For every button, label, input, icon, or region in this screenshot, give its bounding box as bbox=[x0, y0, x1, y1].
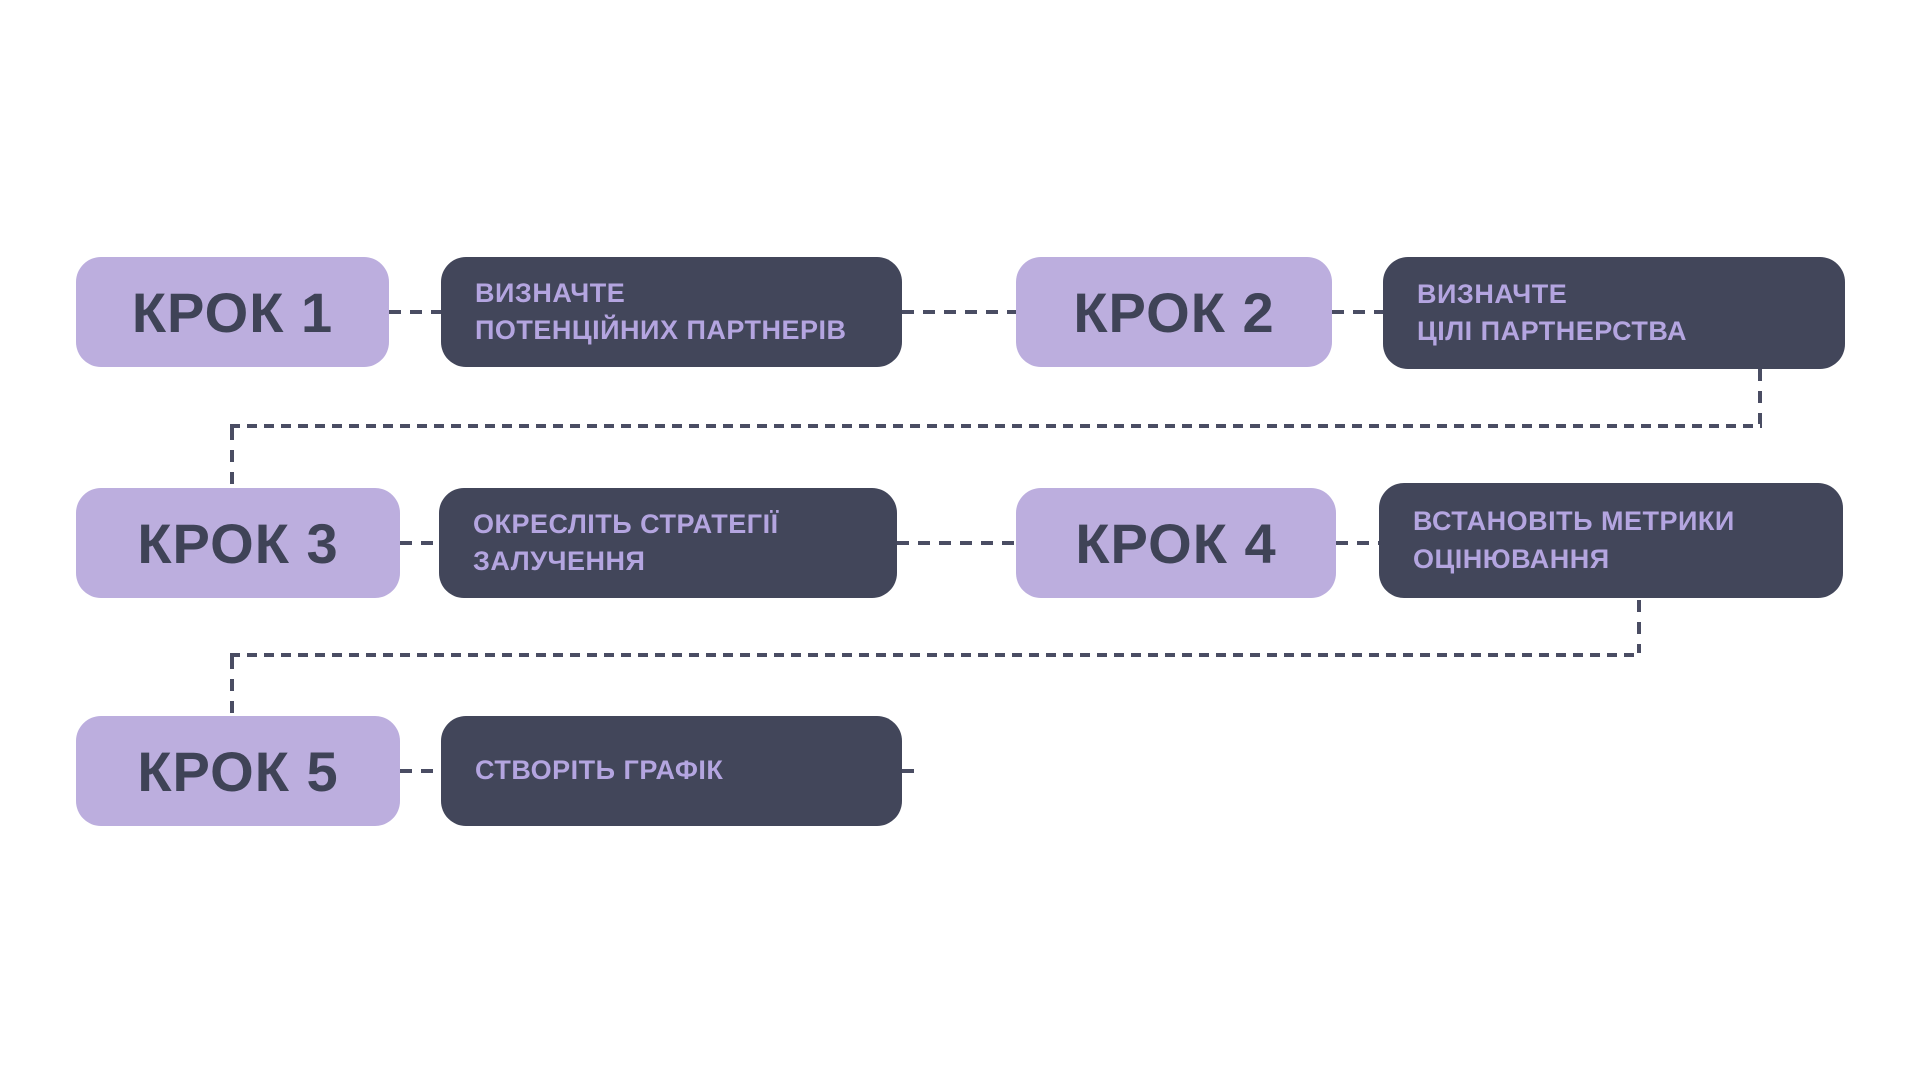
step-5-box: КРОК 5 bbox=[76, 716, 400, 826]
step-4-label: КРОК 4 bbox=[1075, 511, 1277, 575]
step-1-box: КРОК 1 bbox=[76, 257, 389, 367]
connector-step3-desc3 bbox=[400, 541, 439, 545]
step-3-label: КРОК 3 bbox=[137, 511, 339, 575]
connector-desc5-stub bbox=[902, 769, 915, 773]
step-5-description-box: СТВОРІТЬ ГРАФІК bbox=[441, 716, 902, 826]
step-2-label: КРОК 2 bbox=[1073, 280, 1275, 344]
connector-row1-down-segment bbox=[1758, 369, 1762, 424]
connector-row2-drop-segment bbox=[230, 428, 234, 488]
step-3-description-box: ОКРЕСЛІТЬ СТРАТЕГІЇ ЗАЛУЧЕННЯ bbox=[439, 488, 897, 598]
connector-desc1-step2 bbox=[902, 310, 1016, 314]
step-2-description: ВИЗНАЧТЕ ЦІЛІ ПАРТНЕРСТВА bbox=[1417, 278, 1688, 346]
step-4-description-box: ВСТАНОВІТЬ МЕТРИКИ ОЦІНЮВАННЯ bbox=[1379, 483, 1843, 598]
connector-desc3-step4 bbox=[897, 541, 1016, 545]
step-2-description-box: ВИЗНАЧТЕ ЦІЛІ ПАРТНЕРСТВА bbox=[1383, 257, 1845, 369]
step-2-box: КРОК 2 bbox=[1016, 257, 1332, 367]
step-1-label: КРОК 1 bbox=[131, 280, 334, 344]
step-1-description-box: ВИЗНАЧТЕ ПОТЕНЦІЙНИХ ПАРТНЕРІВ bbox=[441, 257, 902, 367]
step-5-label: КРОК 5 bbox=[137, 739, 339, 803]
step-3-box: КРОК 3 bbox=[76, 488, 400, 598]
step-3-description: ОКРЕСЛІТЬ СТРАТЕГІЇ ЗАЛУЧЕННЯ bbox=[473, 508, 779, 576]
connector-row3-drop-segment bbox=[230, 657, 234, 716]
connector-step2-desc2 bbox=[1332, 310, 1383, 314]
step-1-description: ВИЗНАЧТЕ ПОТЕНЦІЙНИХ ПАРТНЕРІВ bbox=[475, 277, 847, 345]
connector-row1-row2-horizontal bbox=[230, 424, 1762, 428]
step-4-description: ВСТАНОВІТЬ МЕТРИКИ ОЦІНЮВАННЯ bbox=[1413, 506, 1735, 574]
connector-step5-desc5 bbox=[400, 769, 441, 773]
connector-step1-desc1 bbox=[389, 310, 441, 314]
connector-row2-down-segment bbox=[1637, 600, 1641, 653]
connector-row2-row3-horizontal bbox=[230, 653, 1641, 657]
connector-step4-desc4 bbox=[1336, 541, 1379, 545]
step-4-box: КРОК 4 bbox=[1016, 488, 1336, 598]
step-5-description: СТВОРІТЬ ГРАФІК bbox=[475, 755, 724, 786]
